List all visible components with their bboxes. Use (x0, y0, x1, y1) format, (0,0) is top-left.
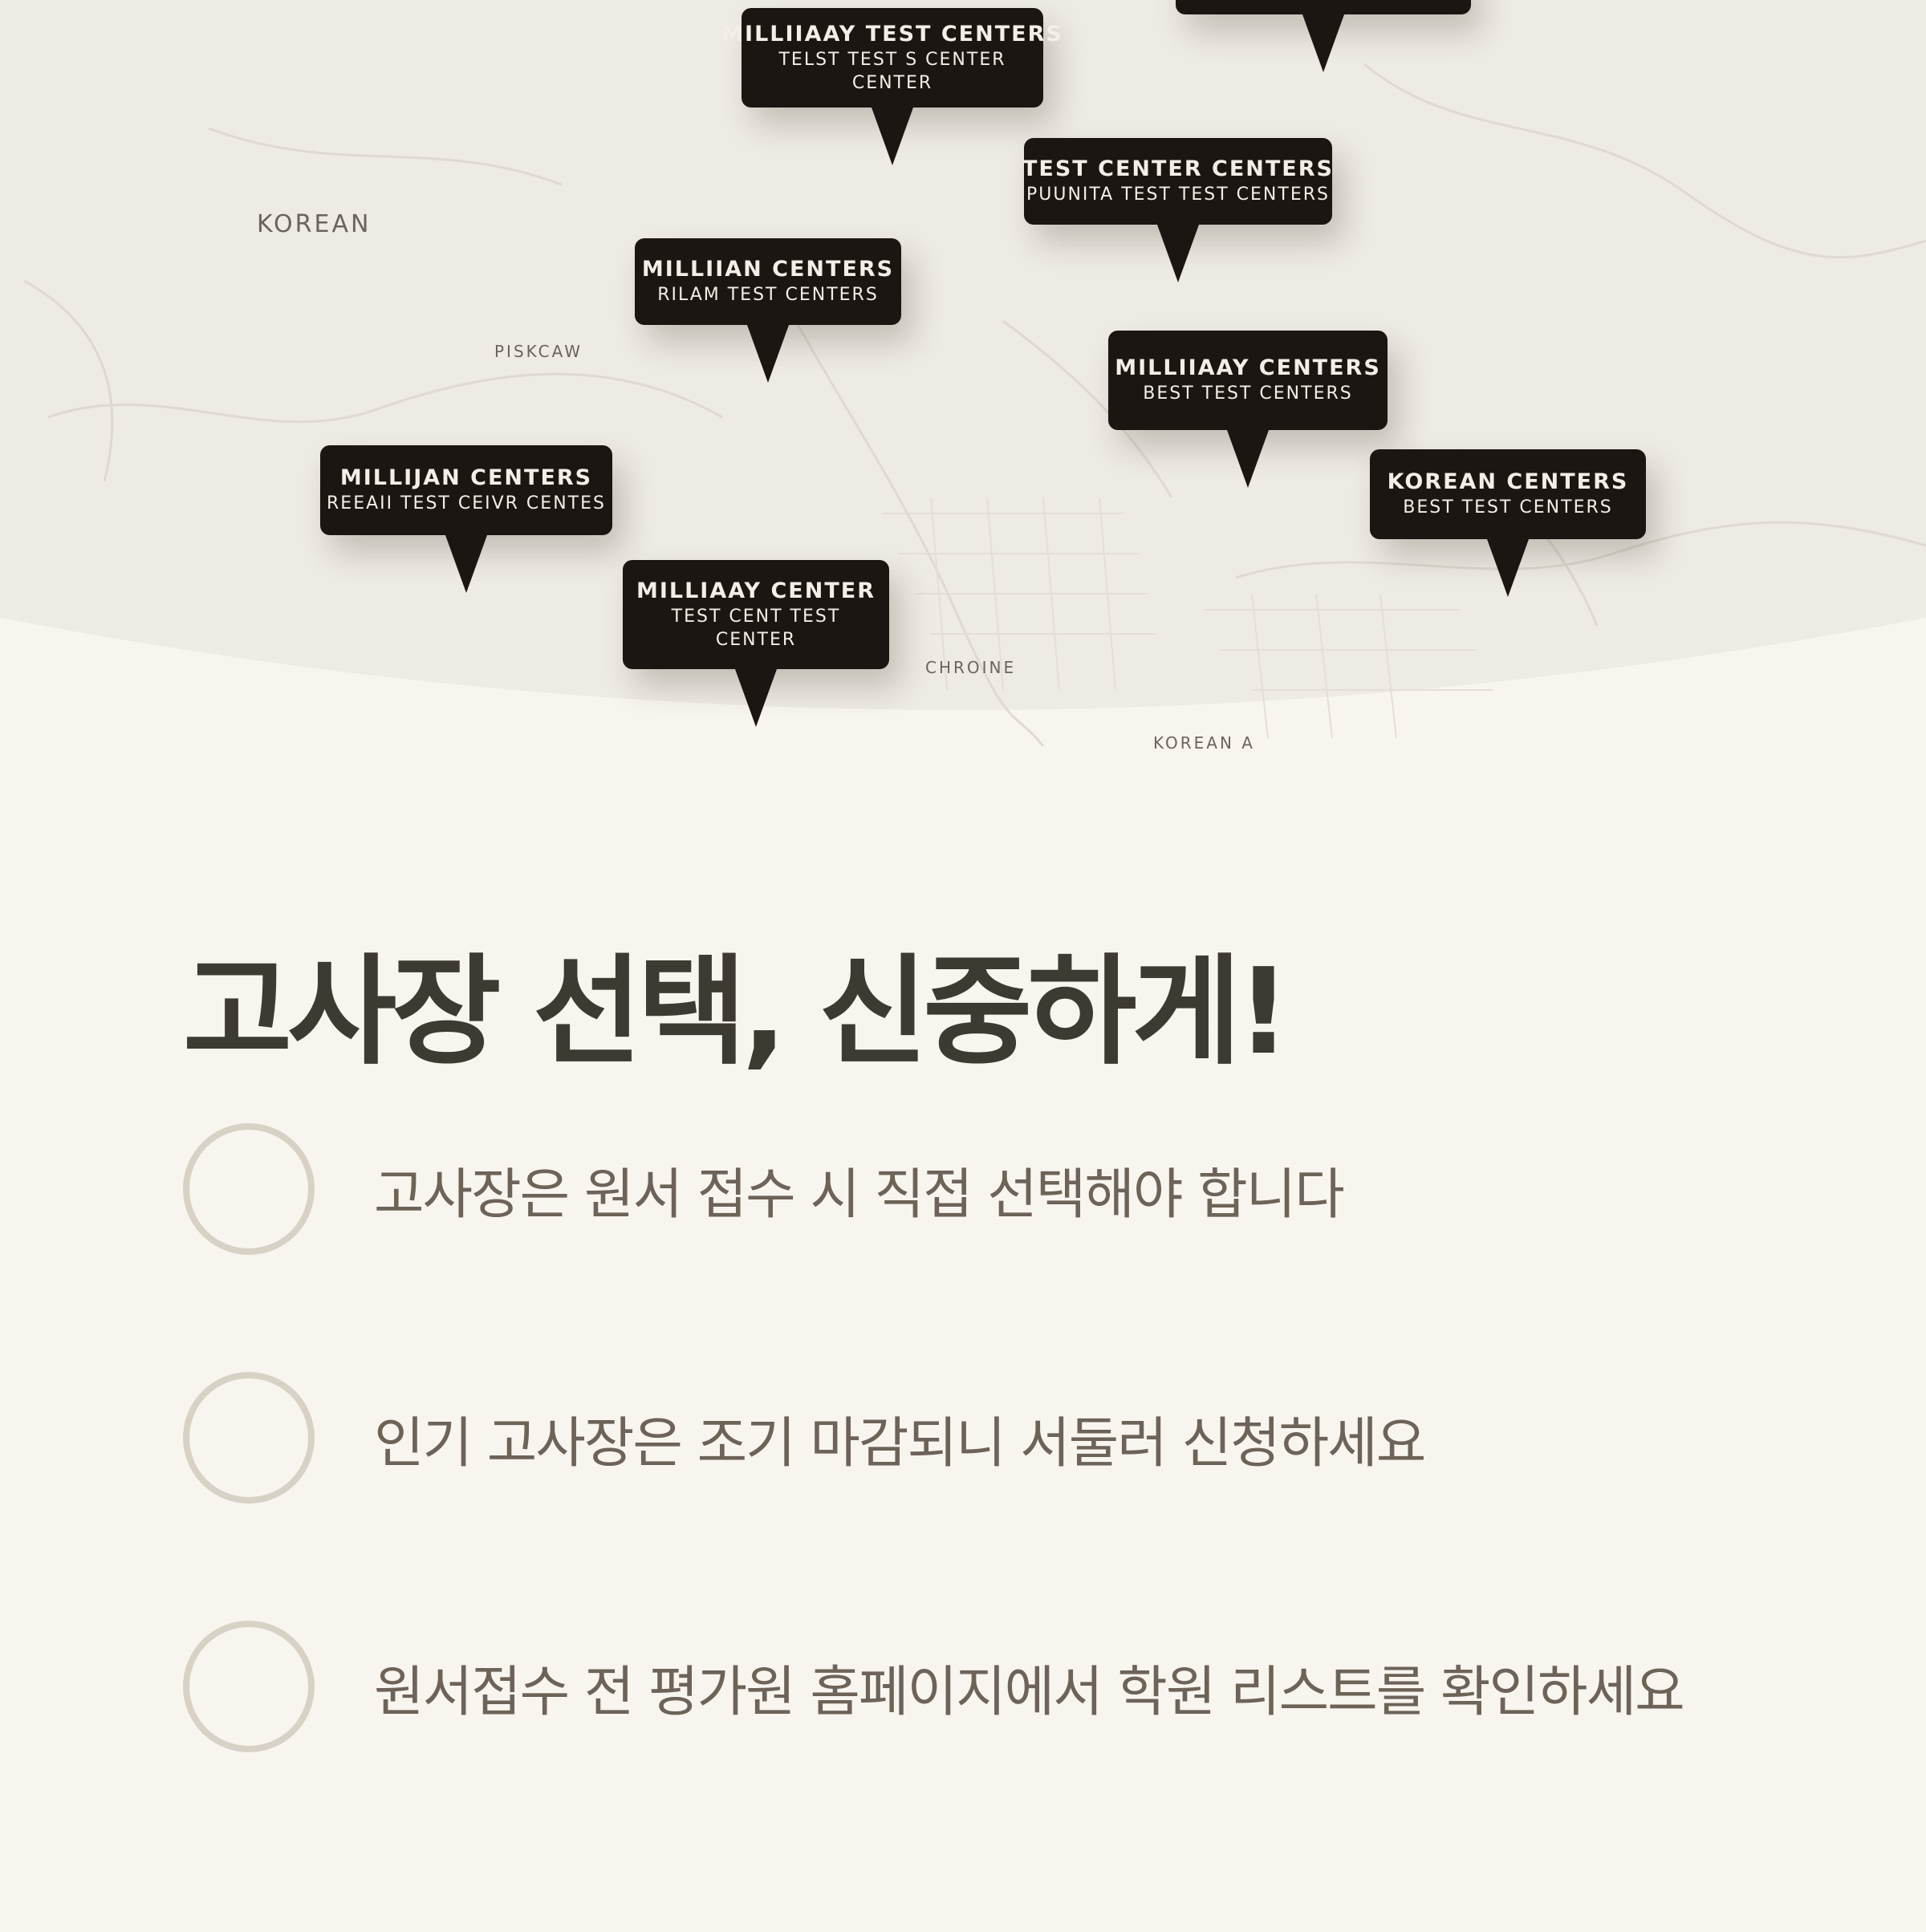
map-region-label: KOREAN (257, 210, 372, 238)
checklist-item[interactable]: 인기 고사장은 조기 마감되니 서둘러 신청하세요 (183, 1372, 1426, 1504)
map-region-label: PISKCAW (494, 342, 583, 361)
pin-title: KOREAN CENTERS (1387, 469, 1629, 494)
pin-subtitle: RILAM TEST CENTERS (657, 285, 879, 305)
pin-subtitle: CENTER (851, 73, 933, 93)
pin-title: TEST CENTER CENTERS (1022, 156, 1334, 181)
map-pin-marker: MILLIIAAY CENTERS BEST TEST CENTERS (1108, 331, 1388, 488)
pin-title: MILLIAAY CENTER (636, 578, 876, 603)
checkbox-circle[interactable] (183, 1123, 315, 1255)
pin-title: MILLIIAAY TEST CENTERS (721, 22, 1063, 47)
map-pin-marker: MILLIIAN CENTERS RILAM TEST CENTERS (635, 238, 901, 383)
pin-title: MILLIIAN CENTERS (641, 257, 895, 282)
pin-title: MILLIJAN CENTERS (339, 465, 593, 490)
pin-subtitle: TEST CENT TEST (671, 607, 841, 627)
pin-title: MILLIIAAY CENTERS (1115, 355, 1381, 380)
checkbox-circle[interactable] (183, 1372, 315, 1504)
pin-subtitle: REEAII TEST CEIVR CENTES (327, 493, 606, 513)
checklist-item-text: 인기 고사장은 조기 마감되니 서둘러 신청하세요 (374, 1411, 1426, 1475)
pin-subtitle: BEST TEST CENTERS (1143, 384, 1353, 404)
checklist-item-text: 원서접수 전 평가원 홈페이지에서 학원 리스트를 확인하세요 (374, 1660, 1685, 1724)
pin-subtitle: CENTER (715, 630, 797, 650)
checklist-item[interactable]: 고사장은 원서 접수 시 직접 선택해야 합니다 (183, 1123, 1345, 1255)
page-title: 고사장 선택, 신중하게! (183, 943, 1290, 1081)
pin-subtitle: TELST TEST S CENTER (778, 50, 1006, 70)
map-pin-marker: MILLIIAAY TEST CENTERS TELST TEST S CENT… (721, 8, 1062, 165)
checklist-item-text: 고사장은 원서 접수 시 직접 선택해야 합니다 (374, 1163, 1345, 1227)
checkbox-circle[interactable] (183, 1621, 315, 1752)
map-region-label: KOREAN A (1153, 733, 1255, 753)
map-pin-marker (1176, 0, 1471, 72)
pin-subtitle: PUUNITA TEST TEST CENTERS (1026, 185, 1330, 205)
map-pin-marker: MILLIJAN CENTERS REEAII TEST CEIVR CENTE… (320, 445, 612, 593)
pin-subtitle: BEST TEST CENTERS (1403, 497, 1613, 518)
map-pin-marker: TEST CENTER CENTERS PUUNITA TEST TEST CE… (1022, 138, 1334, 282)
map-pin-marker: KOREAN CENTERS BEST TEST CENTERS (1370, 449, 1646, 597)
map-illustration: KOREAN PISKCAW CHROINE KOREAN A MILLIIAA… (0, 0, 1926, 754)
checklist-item[interactable]: 원서접수 전 평가원 홈페이지에서 학원 리스트를 확인하세요 (183, 1621, 1685, 1752)
map-region-label: CHROINE (925, 658, 1017, 677)
map-pin-marker: MILLIAAY CENTER TEST CENT TEST CENTER (623, 560, 889, 727)
